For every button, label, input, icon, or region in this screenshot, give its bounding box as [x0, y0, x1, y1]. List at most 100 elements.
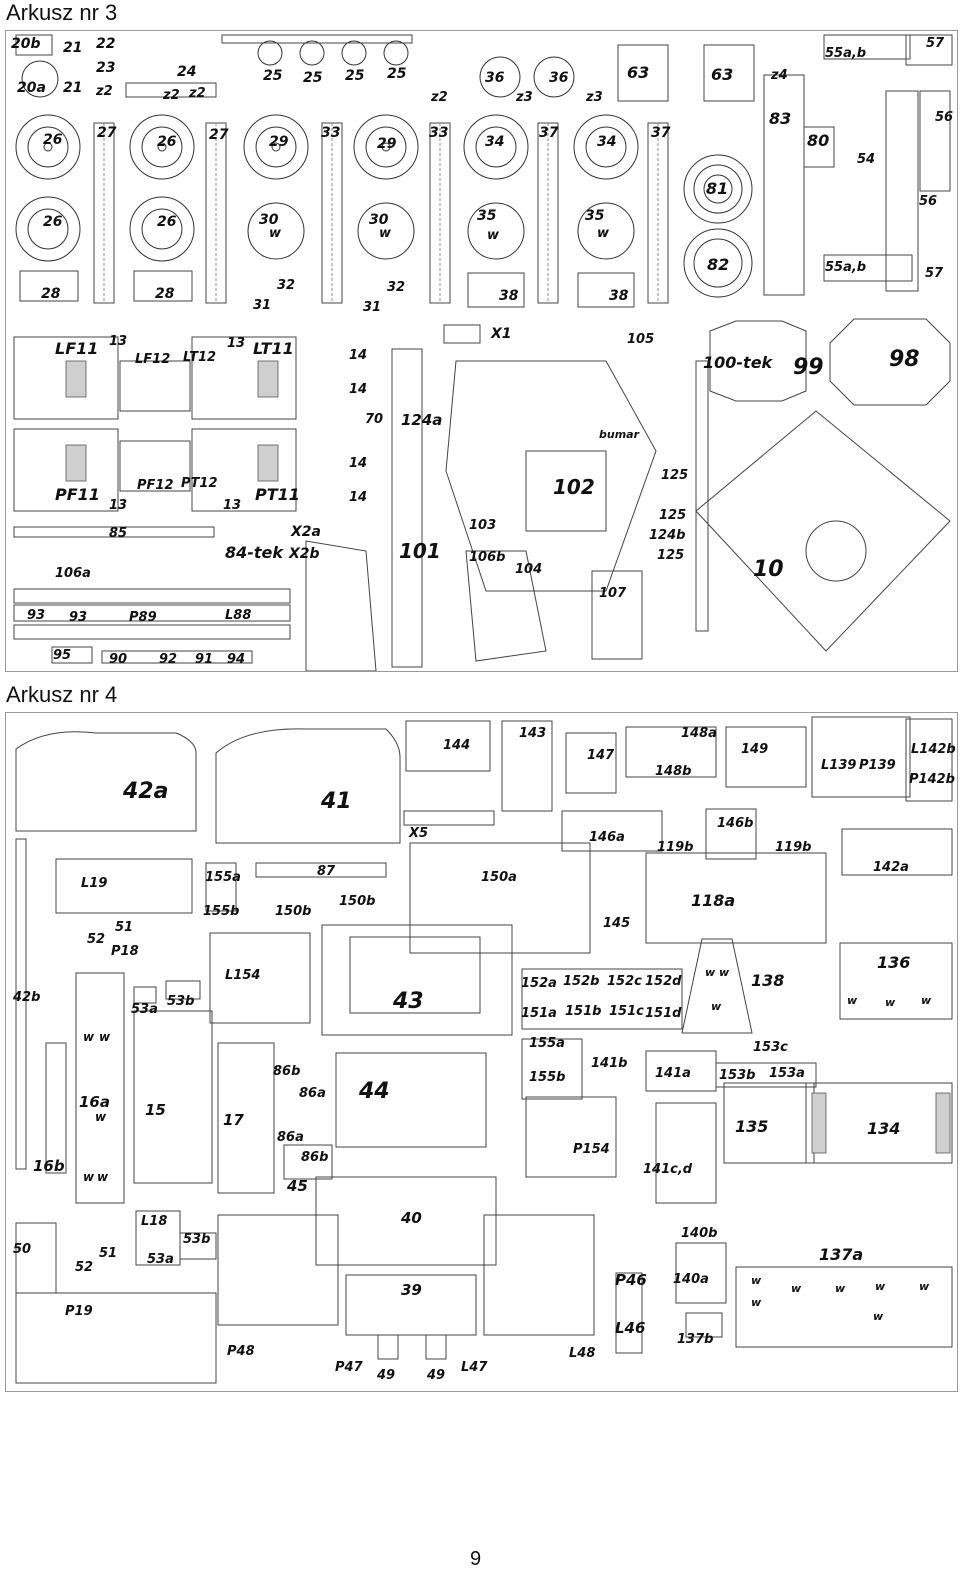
part-label-pwd: w [597, 226, 610, 241]
part-label-p102: 102 [553, 475, 595, 499]
part-label-q51b: 51 [99, 1246, 118, 1261]
part-label-p13b: 13 [227, 336, 246, 351]
part-label-pX2a: X2a [291, 524, 321, 540]
part-label-qL154: L154 [225, 968, 261, 983]
part-label-q138: 138 [751, 971, 785, 990]
part-label-p35b: 35 [585, 208, 605, 224]
part-label-qw17: w [751, 1296, 762, 1309]
part-label-p26b: 26 [157, 134, 177, 150]
gear-outlines-row1 [15, 114, 753, 224]
part-label-q53b1: 53b [167, 994, 195, 1009]
part-label-p93a: 93 [27, 608, 46, 623]
body-panels [15, 728, 401, 1384]
part-label-qw14: w [835, 1282, 846, 1295]
track-strips [93, 122, 669, 304]
part-label-qw1: w [705, 966, 716, 979]
part-label-qw16: w [919, 1280, 930, 1293]
part-label-q53b2: 53b [183, 1232, 211, 1247]
part-label-p24: 24 [177, 64, 197, 80]
part-label-q147: 147 [587, 748, 615, 763]
part-label-p125c: 125 [657, 548, 685, 563]
part-label-p34b: 34 [597, 134, 617, 150]
part-label-qw10: w [83, 1170, 95, 1184]
part-label-p106a: 106a [55, 566, 91, 581]
part-label-q155a2: 155a [529, 1036, 565, 1051]
part-label-q140a: 140a [673, 1272, 709, 1287]
part-label-p98: 98 [889, 347, 920, 372]
part-label-q51a: 51 [115, 920, 134, 935]
part-label-q52a: 52 [87, 932, 106, 947]
part-label-q151c: 151c [609, 1004, 644, 1019]
part-label-q49a: 49 [377, 1368, 396, 1383]
part-label-p33a: 33 [321, 125, 341, 141]
part-label-qP139: P139 [859, 758, 896, 773]
part-label-q86b2: 86b [301, 1150, 329, 1165]
part-label-pPT11: PT11 [255, 485, 300, 504]
part-label-p125a: 125 [661, 468, 689, 483]
part-label-pwb: w [379, 226, 392, 241]
part-label-q148a: 148a [681, 726, 717, 741]
gear-outlines-row2 [15, 40, 753, 298]
part-label-q86b1: 86b [273, 1064, 301, 1079]
part-label-p91: 91 [195, 652, 214, 667]
part-label-p30b: 30 [369, 212, 389, 228]
part-label-p57a: 57 [926, 36, 945, 51]
part-label-q50: 50 [13, 1242, 32, 1257]
part-label-pLF11: LF11 [55, 339, 99, 358]
part-label-pPT12: PT12 [181, 476, 218, 491]
part-label-q137a: 137a [819, 1245, 864, 1264]
part-label-p124b: 124b [649, 528, 686, 543]
part-label-p82: 82 [707, 255, 730, 274]
part-label-pX2b: X2b [289, 546, 320, 562]
part-label-q135: 135 [735, 1117, 769, 1136]
part-label-p37b: 37 [651, 125, 671, 141]
part-label-qP47: P47 [335, 1360, 363, 1375]
part-label-qw13: w [791, 1282, 802, 1295]
part-label-p55ab1: 55a,b [825, 46, 867, 61]
part-label-q155b2: 155b [529, 1070, 566, 1085]
part-label-p10: 10 [753, 557, 784, 582]
front-panels [217, 720, 595, 1360]
part-label-p80: 80 [807, 131, 830, 150]
part-label-q152c: 152c [607, 974, 642, 989]
part-label-p55ab2: 55a,b [825, 260, 867, 275]
part-label-p27b: 27 [209, 127, 229, 143]
part-label-pz3b: z3 [586, 90, 603, 105]
part-label-q45: 45 [287, 1177, 308, 1195]
part-label-p106b: 106b [469, 550, 506, 565]
part-label-q17: 17 [223, 1111, 244, 1129]
part-label-q136: 136 [877, 953, 911, 972]
side-panels [13, 336, 297, 664]
part-label-qw2: w [719, 966, 730, 979]
part-label-p26a: 26 [43, 132, 63, 148]
part-label-q151b: 151b [565, 1004, 602, 1019]
part-label-p28a: 28 [41, 286, 61, 302]
part-label-p104: 104 [515, 562, 543, 577]
part-label-qw18: w [873, 1310, 884, 1323]
part-label-p21b: 21 [63, 80, 83, 96]
part-label-qw5: w [921, 994, 932, 1007]
sheet-4-title: Arkusz nr 4 [6, 682, 118, 707]
part-label-q144: 144 [443, 738, 471, 753]
part-label-q153b: 153b [719, 1068, 756, 1083]
part-label-q152d: 152d [645, 974, 682, 989]
part-label-p20b: 20b [11, 36, 41, 52]
part-label-qL46: L46 [615, 1319, 646, 1337]
part-label-p32a: 32 [277, 278, 296, 293]
part-label-qw11: w [97, 1170, 109, 1184]
part-label-p25c: 25 [345, 68, 365, 84]
part-label-pP89: P89 [129, 610, 157, 625]
part-label-q149: 149 [741, 742, 769, 757]
part-label-p26d: 26 [157, 214, 177, 230]
part-label-p100tek: 100-tek [703, 353, 773, 372]
part-label-q152b: 152b [563, 974, 600, 989]
part-label-q155b1: 155b [203, 904, 240, 919]
part-label-q148b: 148b [655, 764, 692, 779]
part-label-p93b: 93 [69, 610, 88, 625]
part-label-p99: 99 [793, 355, 824, 380]
part-label-qw15: w [875, 1280, 886, 1293]
part-label-p105: 105 [627, 332, 655, 347]
part-label-p63a: 63 [627, 63, 650, 82]
part-label-pz2b: z2 [163, 88, 180, 103]
